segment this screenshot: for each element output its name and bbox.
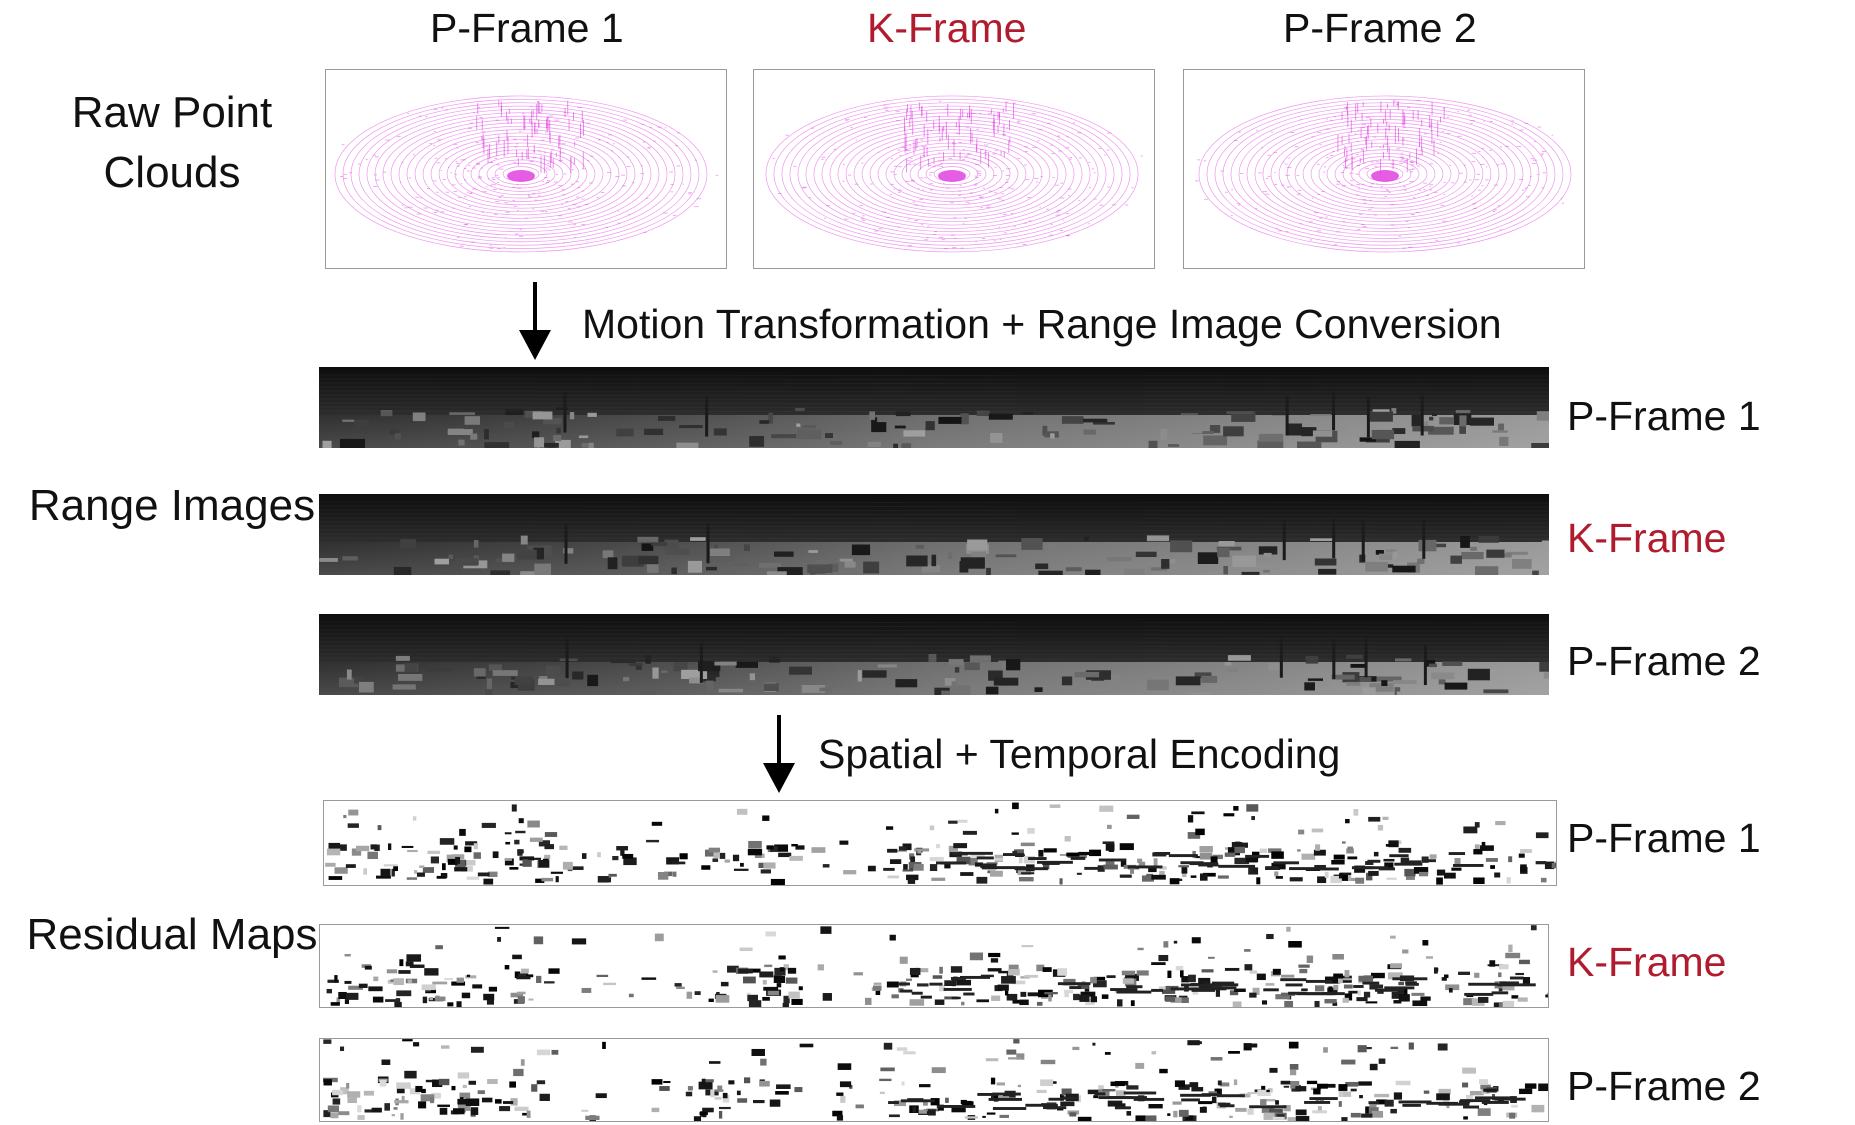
range-image-p-frame-2 [319, 614, 1549, 695]
row-label-residual-maps: Residual Maps [26, 910, 318, 959]
row-label-range-images: Range Images [28, 481, 316, 530]
down-arrow-icon [519, 282, 551, 360]
residual-label-p-frame-2: P-Frame 2 [1567, 1063, 1761, 1109]
point-cloud-image [1194, 95, 1572, 253]
point-cloud-image [334, 95, 719, 253]
point-cloud-panel-p-frame-1 [325, 69, 727, 269]
residual-map-p-frame-1 [323, 800, 1557, 886]
range-image-k-frame [319, 494, 1549, 575]
residual-map-k-frame [319, 924, 1549, 1008]
step-label-motion-transformation: Motion Transformation + Range Image Conv… [582, 301, 1502, 347]
column-header-k-frame: K-Frame [867, 5, 1027, 51]
residual-label-k-frame: K-Frame [1567, 939, 1727, 985]
range-label-p-frame-2: P-Frame 2 [1567, 638, 1761, 684]
down-arrow-icon [763, 715, 795, 793]
residual-map-p-frame-2 [319, 1038, 1549, 1122]
column-header-p-frame-1: P-Frame 1 [430, 5, 624, 51]
point-cloud-panel-k-frame [753, 69, 1155, 269]
range-label-p-frame-1: P-Frame 1 [1567, 393, 1761, 439]
column-header-p-frame-2: P-Frame 2 [1283, 5, 1477, 51]
step-label-spatial-temporal-encoding: Spatial + Temporal Encoding [818, 731, 1341, 777]
point-cloud-image [765, 95, 1143, 253]
point-cloud-panel-p-frame-2 [1183, 69, 1585, 269]
range-label-k-frame: K-Frame [1567, 515, 1727, 561]
residual-label-p-frame-1: P-Frame 1 [1567, 815, 1761, 861]
row-label-raw-point-clouds: Raw Point Clouds [71, 88, 273, 197]
range-image-p-frame-1 [319, 367, 1549, 448]
